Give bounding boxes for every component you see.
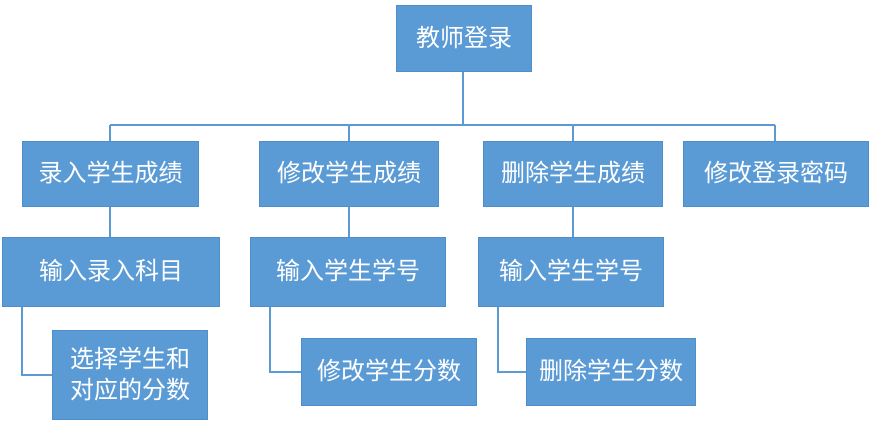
- connector-l3-3: [497, 307, 526, 373]
- node-step-3-label: 输入学生学号: [499, 257, 643, 286]
- node-branch-1-label: 录入学生成绩: [38, 159, 183, 188]
- connector-l3-2: [269, 307, 301, 373]
- node-detail-2-label: 修改学生分数: [317, 357, 461, 386]
- node-step-2-label: 输入学生学号: [276, 257, 420, 286]
- node-root: 教师登录: [396, 5, 532, 72]
- node-detail-3-label: 删除学生分数: [539, 357, 683, 386]
- node-detail-1: 选择学生和 对应的分数: [52, 330, 208, 420]
- node-branch-2: 修改学生成绩: [259, 141, 439, 207]
- node-root-label: 教师登录: [416, 23, 512, 52]
- node-branch-2-label: 修改学生成绩: [277, 159, 421, 188]
- node-detail-3: 删除学生分数: [526, 338, 696, 406]
- node-branch-4-label: 修改登录密码: [704, 159, 848, 188]
- node-step-1-label: 输入录入科目: [39, 257, 183, 286]
- node-detail-1-label: 选择学生和 对应的分数: [70, 344, 190, 404]
- node-detail-2: 修改学生分数: [301, 338, 477, 406]
- connector-l3-1: [21, 307, 52, 376]
- node-step-2: 输入学生学号: [250, 237, 446, 307]
- node-step-3: 输入学生学号: [478, 237, 664, 307]
- node-branch-3: 删除学生成绩: [483, 141, 663, 207]
- node-branch-1: 录入学生成绩: [22, 141, 199, 207]
- node-branch-4: 修改登录密码: [683, 141, 869, 207]
- node-branch-3-label: 删除学生成绩: [501, 159, 645, 188]
- node-step-1: 输入录入科目: [2, 237, 220, 307]
